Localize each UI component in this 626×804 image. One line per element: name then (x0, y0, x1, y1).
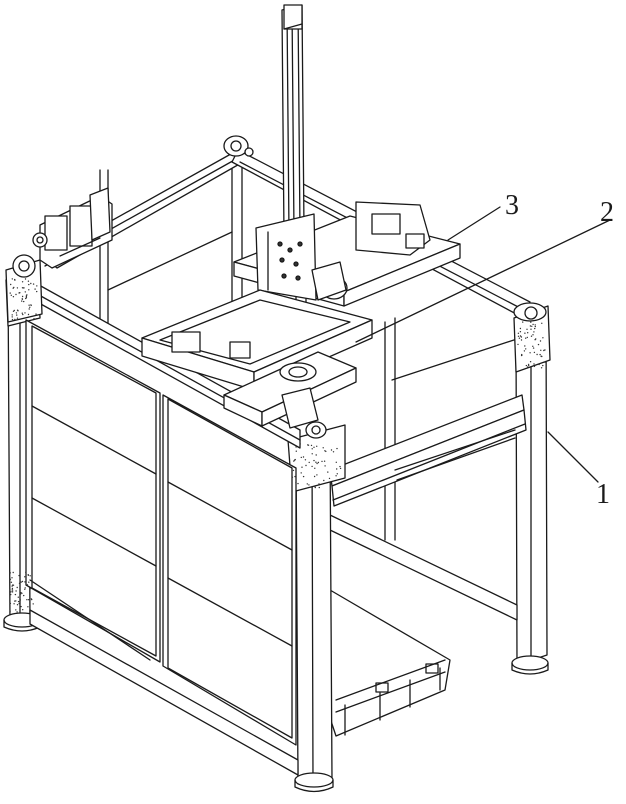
right-frame (329, 302, 551, 675)
vertical-column (281, 4, 307, 313)
corner-texture (9, 278, 546, 613)
floor-pallet (327, 589, 451, 737)
leader-lines (355, 206, 611, 483)
front-frame (3, 259, 346, 793)
callout-label-3: 3 (505, 190, 519, 221)
left-roller-assembly (12, 135, 254, 278)
carriage-frame (141, 201, 461, 439)
callout-label-1: 1 (596, 479, 610, 510)
callout-label-2: 2 (600, 197, 614, 228)
